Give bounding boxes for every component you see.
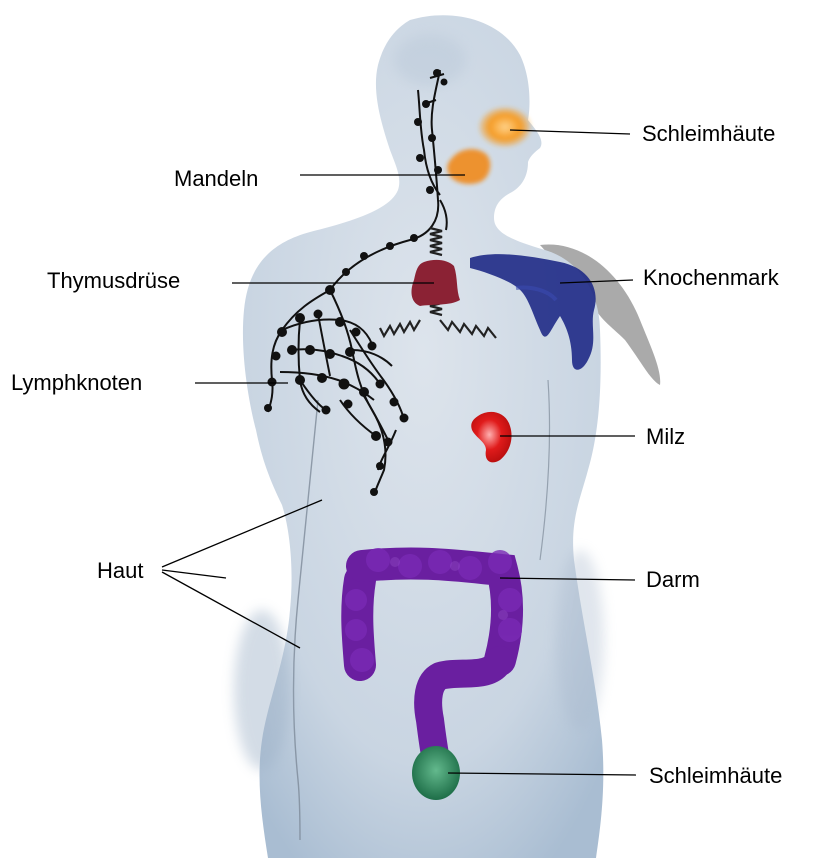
label-thymusdruese: Thymusdrüse: [47, 270, 180, 292]
label-mandeln: Mandeln: [174, 168, 258, 190]
label-lymphknoten: Lymphknoten: [11, 372, 142, 394]
mucosa-top-shape: [479, 107, 531, 147]
label-darm: Darm: [646, 569, 700, 591]
label-knochenmark: Knochenmark: [643, 267, 779, 289]
label-milz: Milz: [646, 426, 685, 448]
label-haut: Haut: [97, 560, 143, 582]
label-schleimhaeute-top: Schleimhäute: [642, 123, 775, 145]
label-schleimhaeute-bottom: Schleimhäute: [649, 765, 782, 787]
leader-haut-3: [162, 572, 300, 648]
